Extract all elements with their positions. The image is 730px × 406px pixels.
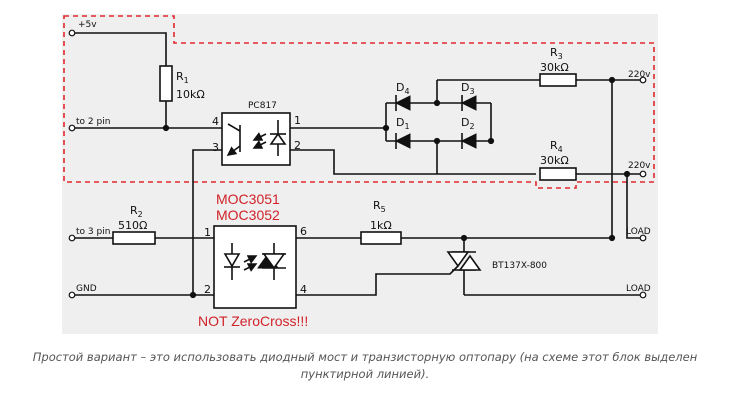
label-r1-name: R1 (176, 70, 189, 85)
label-moc-pin-6: 6 (300, 225, 307, 238)
optotriac-moc305x (213, 225, 297, 309)
label-pin-3: 3 (212, 141, 219, 154)
label-r4-value: 30kΩ (540, 154, 569, 167)
resistor-r5 (360, 231, 402, 245)
highlight-dashed-region (63, 15, 655, 189)
label-moc3052: MOC3052 (216, 207, 280, 223)
label-r4-name: R4 (550, 139, 563, 154)
triac-bt137x (446, 251, 482, 271)
label-pin-2: 2 (294, 139, 301, 152)
label-220v-top: 220v (628, 70, 651, 80)
label-d2: D2 (461, 116, 475, 131)
resistor-r4 (539, 167, 577, 181)
label-to-3-pin: to 3 pin (76, 227, 110, 237)
label-triac: BT137X-800 (492, 261, 547, 271)
label-pin-4: 4 (212, 115, 219, 128)
label-r2-name: R2 (130, 204, 143, 219)
diode-d1 (394, 133, 411, 149)
label-moc-pin-2: 2 (204, 283, 211, 296)
terminals (68, 29, 647, 299)
label-pc817: PC817 (248, 101, 277, 111)
label-r3-value: 30kΩ (540, 61, 569, 74)
label-moc3051: MOC3051 (216, 191, 280, 207)
label-load-bottom: LOAD (626, 284, 651, 294)
diode-d3 (460, 95, 477, 111)
junction-dots (162, 76, 631, 299)
label-not-zerocross: NOT ZeroCross!!! (198, 313, 308, 329)
label-gnd: GND (76, 284, 97, 294)
label-moc-pin-4: 4 (300, 283, 307, 296)
circuit-schematic: +5v R1 10kΩ PC817 to 2 pin 4 3 1 2 D4 D3… (62, 14, 658, 334)
label-d4: D4 (396, 81, 410, 96)
label-moc-pin-1: 1 (204, 226, 211, 239)
label-r2-value: 510Ω (118, 219, 147, 232)
label-r5-value: 1kΩ (370, 219, 392, 232)
diode-d4 (394, 95, 411, 111)
label-d1: D1 (396, 116, 410, 131)
resistor-r1 (159, 65, 173, 102)
label-to-2-pin: to 2 pin (76, 117, 110, 127)
label-r3-name: R3 (550, 46, 563, 61)
resistor-r3 (539, 73, 577, 87)
label-r1-value: 10kΩ (176, 88, 205, 101)
label-220v-bottom: 220v (628, 161, 651, 171)
label-d3: D3 (461, 81, 475, 96)
label-pin-1: 1 (294, 114, 301, 127)
diode-d2 (460, 133, 477, 149)
figure-caption: Простой вариант – это использовать диодн… (32, 350, 698, 381)
label-supply-plus: +5v (78, 20, 97, 30)
resistor-r2 (112, 231, 156, 245)
label-r5-name: R5 (373, 199, 386, 214)
optocoupler-pc817 (221, 112, 291, 166)
label-load-top: LOAD (626, 227, 651, 237)
